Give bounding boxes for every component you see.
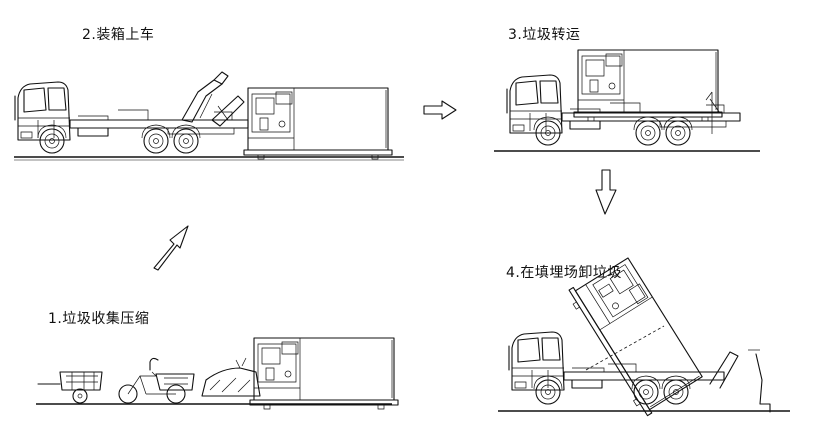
compactor-station <box>201 357 261 397</box>
step-3-label: 3.垃圾转运 <box>508 27 581 43</box>
tricycle <box>118 357 195 404</box>
step-4-label: 4.在填埋场卸垃圾 <box>506 265 622 281</box>
hand-cart <box>37 371 103 404</box>
arrow-right <box>423 100 457 120</box>
arrow-up-right <box>153 225 189 271</box>
step-2-label: 2.装箱上车 <box>82 27 155 43</box>
step-1-drawing <box>36 337 399 410</box>
arrow-down <box>595 169 617 215</box>
step-3-drawing <box>494 49 760 152</box>
step-4-drawing <box>498 254 790 419</box>
step-1-label: 1.垃圾收集压缩 <box>48 311 150 327</box>
step-2-drawing <box>14 71 404 161</box>
